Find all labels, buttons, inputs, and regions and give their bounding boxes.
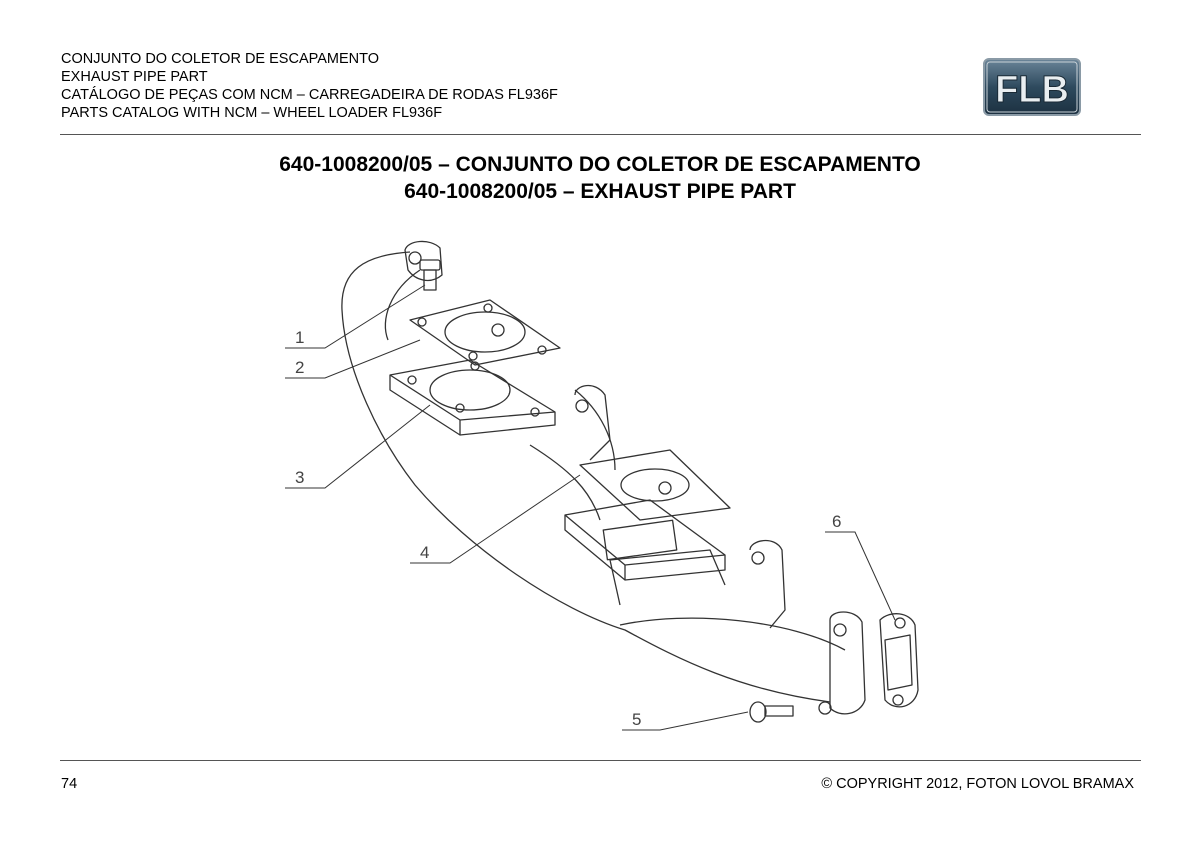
header-title-pt: CONJUNTO DO COLETOR DE ESCAPAMENTO	[61, 51, 379, 67]
document-header: CONJUNTO DO COLETOR DE ESCAPAMENTO EXHAU…	[61, 50, 558, 122]
header-catalog-en: PARTS CATALOG WITH NCM – WHEEL LOADER FL…	[61, 105, 443, 121]
callout-4: 4	[420, 543, 429, 562]
header-catalog-pt: CATÁLOGO DE PEÇAS COM NCM – CARREGADEIRA…	[61, 87, 558, 103]
callout-5: 5	[632, 710, 641, 729]
page-number: 74	[61, 776, 78, 792]
logo-text: FLB	[995, 69, 1069, 111]
exhaust-pipe-drawing: 1 2 3 4 5 6	[285, 240, 919, 731]
header-title-en: EXHAUST PIPE PART	[61, 69, 208, 85]
callout-3: 3	[295, 468, 304, 487]
copyright-notice: © COPYRIGHT 2012, FOTON LOVOL BRAMAX	[821, 776, 1134, 792]
page-title-pt: 640-1008200/05 – CONJUNTO DO COLETOR DE …	[279, 153, 921, 176]
flb-logo: FLB	[983, 58, 1081, 116]
callout-1: 1	[295, 328, 304, 347]
callout-6: 6	[832, 512, 841, 531]
header-divider	[60, 134, 1141, 135]
footer-divider	[60, 760, 1141, 761]
callout-2: 2	[295, 358, 304, 377]
page-title-en: 640-1008200/05 – EXHAUST PIPE PART	[404, 180, 796, 203]
